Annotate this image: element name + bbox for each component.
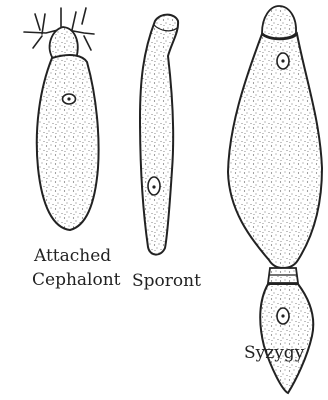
syzygy-figure xyxy=(228,6,322,393)
cephalont-body xyxy=(37,55,99,230)
syzygy-satellite xyxy=(260,284,313,393)
sporont-label: Sporont xyxy=(132,271,201,291)
sporont-figure xyxy=(140,15,178,255)
attached-cephalont-figure xyxy=(24,8,99,230)
attached-label: Attached xyxy=(34,246,110,266)
sporont-body xyxy=(140,15,178,255)
syzygy-label: Syzygy xyxy=(244,343,304,363)
syzygy-primite-head xyxy=(262,6,296,38)
syzygy-primite-body xyxy=(228,34,322,268)
cephalont-label: Cephalont xyxy=(32,270,112,290)
